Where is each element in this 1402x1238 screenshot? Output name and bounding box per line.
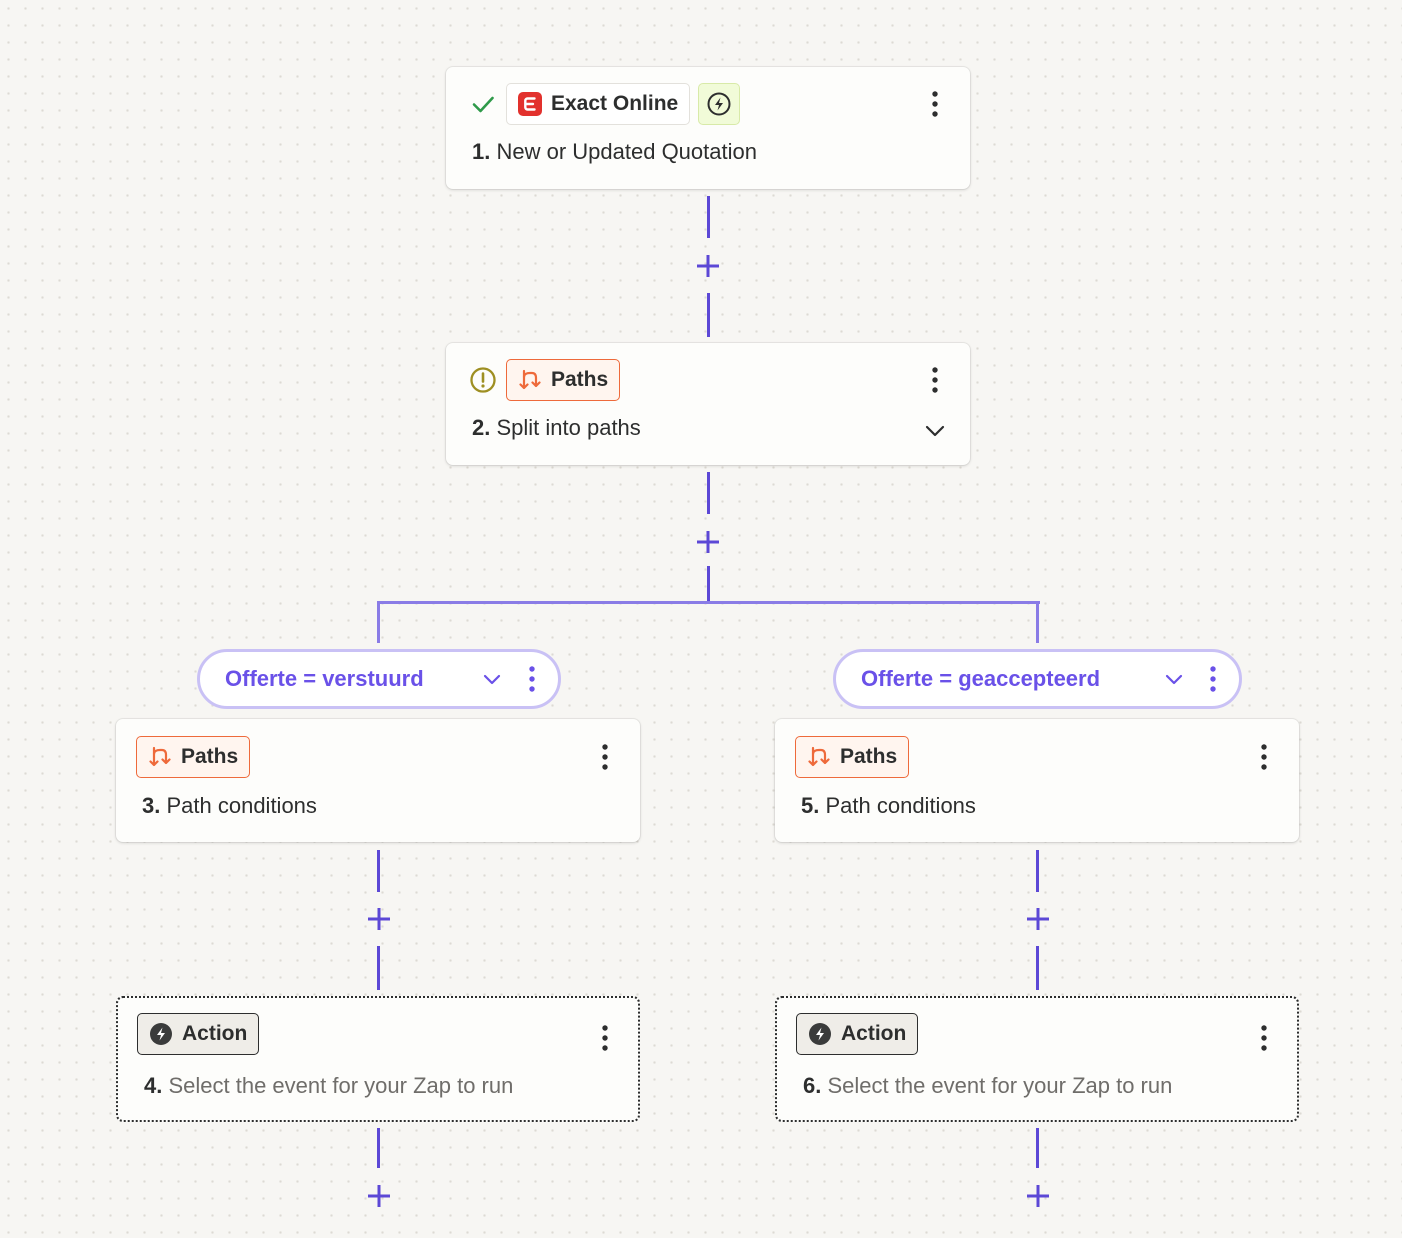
plus-icon	[697, 531, 719, 553]
step-title-text: New or Updated Quotation	[496, 139, 757, 164]
step-card-1[interactable]: Exact Online 1. New or Updated Quotation	[446, 67, 970, 189]
app-name: Paths	[840, 745, 898, 768]
step-card-3[interactable]: Paths 3. Path conditions	[116, 719, 640, 842]
app-name: Action	[182, 1022, 248, 1045]
app-name: Paths	[551, 368, 609, 391]
plus-icon	[1027, 908, 1049, 930]
branch-line	[377, 601, 380, 643]
step-header: Action	[137, 1013, 260, 1055]
step-title-text: Select the event for your Zap to run	[168, 1073, 514, 1098]
step-number: 6.	[803, 1073, 822, 1098]
app-chip-paths[interactable]: Paths	[506, 359, 621, 401]
step-title: 4. Select the event for your Zap to run	[144, 1073, 513, 1099]
step-header: Paths	[136, 736, 251, 778]
step-card-5[interactable]: Paths 5. Path conditions	[775, 719, 1299, 842]
step-title-text: Split into paths	[496, 415, 641, 440]
step-number: 3.	[142, 793, 161, 818]
connector-line	[707, 196, 710, 238]
more-options-icon[interactable]	[1203, 663, 1223, 695]
path-pill-right[interactable]: Offerte = geaccepteerd	[833, 649, 1242, 709]
chevron-down-icon[interactable]	[921, 417, 949, 445]
add-step-button[interactable]	[1023, 904, 1053, 934]
app-chip-action[interactable]: Action	[796, 1013, 919, 1055]
warning-icon	[468, 365, 498, 395]
branch-line	[377, 601, 1040, 604]
lightning-icon	[707, 92, 731, 116]
more-options-icon[interactable]	[522, 663, 542, 695]
more-options-icon[interactable]	[1254, 741, 1274, 773]
app-name: Paths	[181, 745, 239, 768]
connector-line	[707, 472, 710, 514]
step-header: Action	[796, 1013, 919, 1055]
connector-line	[1036, 946, 1039, 990]
action-bolt-icon	[809, 1023, 831, 1045]
add-step-button[interactable]	[693, 251, 723, 281]
plus-icon	[368, 1185, 390, 1207]
exact-online-logo-icon	[518, 92, 542, 116]
connector-line	[1036, 1128, 1039, 1168]
app-chip-paths[interactable]: Paths	[136, 736, 251, 778]
paths-icon	[808, 746, 830, 767]
paths-icon	[519, 369, 541, 390]
step-header: Paths	[468, 359, 621, 401]
more-options-icon[interactable]	[595, 741, 615, 773]
step-title-text: Path conditions	[825, 793, 976, 818]
app-chip-exact-online[interactable]: Exact Online	[506, 83, 691, 125]
add-step-button[interactable]	[693, 527, 723, 557]
plus-icon	[697, 255, 719, 277]
step-number: 1.	[472, 139, 491, 164]
connector-line	[377, 946, 380, 990]
connector-line	[1036, 850, 1039, 892]
plus-icon	[368, 908, 390, 930]
step-number: 4.	[144, 1073, 163, 1098]
path-label: Offerte = verstuurd	[225, 666, 424, 691]
more-options-icon[interactable]	[595, 1022, 615, 1054]
step-number: 5.	[801, 793, 820, 818]
check-icon	[468, 89, 498, 119]
connector-line	[707, 293, 710, 337]
step-title: 1. New or Updated Quotation	[472, 139, 757, 165]
app-chip-action[interactable]: Action	[137, 1013, 260, 1055]
add-step-button[interactable]	[364, 1181, 394, 1211]
app-name: Action	[841, 1022, 907, 1045]
branch-line	[1036, 601, 1039, 643]
step-number: 2.	[472, 415, 491, 440]
step-title-text: Select the event for your Zap to run	[827, 1073, 1173, 1098]
step-title-text: Path conditions	[166, 793, 317, 818]
chevron-down-icon[interactable]	[478, 665, 506, 693]
step-title: 2. Split into paths	[472, 415, 641, 441]
chevron-down-icon[interactable]	[1160, 665, 1188, 693]
connector-line	[707, 566, 710, 604]
app-name: Exact Online	[551, 92, 679, 115]
connector-line	[377, 850, 380, 892]
app-chip-paths[interactable]: Paths	[795, 736, 910, 778]
add-step-button[interactable]	[1023, 1181, 1053, 1211]
step-card-2[interactable]: Paths 2. Split into paths	[446, 343, 970, 465]
step-card-4[interactable]: Action 4. Select the event for your Zap …	[116, 996, 640, 1122]
more-options-icon[interactable]	[925, 88, 945, 120]
more-options-icon[interactable]	[925, 364, 945, 396]
step-header: Paths	[795, 736, 910, 778]
plus-icon	[1027, 1185, 1049, 1207]
path-pill-left[interactable]: Offerte = verstuurd	[197, 649, 561, 709]
paths-icon	[149, 746, 171, 767]
add-step-button[interactable]	[364, 904, 394, 934]
more-options-icon[interactable]	[1254, 1022, 1274, 1054]
trigger-bolt-button[interactable]	[698, 83, 741, 125]
path-label: Offerte = geaccepteerd	[861, 666, 1101, 691]
action-bolt-icon	[150, 1023, 172, 1045]
step-title: 3. Path conditions	[142, 793, 317, 819]
step-title: 5. Path conditions	[801, 793, 976, 819]
connector-line	[377, 1128, 380, 1168]
step-card-6[interactable]: Action 6. Select the event for your Zap …	[775, 996, 1299, 1122]
step-header: Exact Online	[468, 83, 741, 125]
step-title: 6. Select the event for your Zap to run	[803, 1073, 1172, 1099]
